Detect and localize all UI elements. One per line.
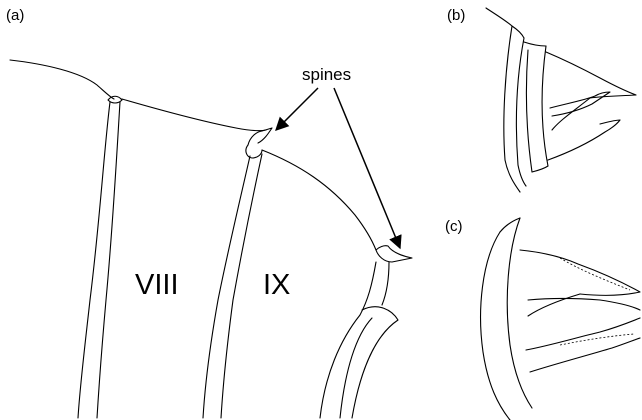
panel-b-spine-upper bbox=[546, 52, 636, 98]
spines-label: spines bbox=[302, 65, 351, 84]
segment-ix-ventral-margin bbox=[262, 150, 376, 250]
panel-c-ring-top-cap bbox=[500, 218, 520, 232]
panel-b-ring-bottom bbox=[532, 166, 548, 172]
intersegmental-line-viii-right bbox=[97, 102, 120, 418]
panel-b-ring-right bbox=[542, 46, 548, 166]
panel-c-cuticle-line bbox=[528, 294, 580, 316]
segment-x-ring-inner bbox=[340, 318, 372, 418]
panel-b-segment-margin-right bbox=[516, 38, 526, 186]
panel-c-spine-middle bbox=[528, 299, 640, 311]
panel-b-ring-left bbox=[526, 50, 532, 172]
segment-x-outline-outer bbox=[320, 262, 376, 418]
spine-lower bbox=[376, 246, 412, 262]
panel-b-dorsal-line bbox=[486, 8, 524, 38]
panel-b-label: (b) bbox=[447, 7, 465, 24]
intersegmental-line-ix-left bbox=[203, 156, 250, 418]
panel-c-spine-bottom bbox=[530, 338, 640, 372]
panel-c-label: (c) bbox=[445, 218, 463, 235]
spines-arrow-lower bbox=[334, 88, 400, 248]
segment-ix-dorsal-margin bbox=[122, 99, 266, 131]
panel-c-drawing bbox=[481, 218, 640, 420]
panel-a-drawing bbox=[10, 60, 412, 418]
segment-viii-label: VIII bbox=[135, 269, 179, 301]
panel-a-label: (a) bbox=[6, 7, 24, 24]
segment-ix-label: IX bbox=[263, 269, 290, 301]
spine-upper-base bbox=[246, 145, 262, 158]
panel-b-drawing bbox=[486, 8, 636, 192]
panel-b-spine-middle bbox=[550, 92, 610, 116]
panel-b-segment-margin-left bbox=[504, 26, 520, 192]
panel-c-spine-lower bbox=[526, 318, 640, 350]
panel-c-spine-upper bbox=[520, 250, 640, 295]
spines-arrow-upper bbox=[276, 88, 318, 130]
segment-x-outline-inner bbox=[382, 262, 389, 305]
panel-b-ring-top bbox=[524, 42, 546, 46]
panel-b-spine-lower bbox=[548, 120, 620, 160]
intersegmental-line-viii-left bbox=[78, 102, 110, 418]
panel-c-ring-inner bbox=[507, 218, 532, 408]
segment-viii-dorsal-margin bbox=[10, 60, 114, 99]
panel-c-spine-upper-inner bbox=[560, 258, 630, 290]
panel-c-ring-outer bbox=[481, 232, 510, 420]
segment-x-ring-outer bbox=[352, 307, 398, 418]
